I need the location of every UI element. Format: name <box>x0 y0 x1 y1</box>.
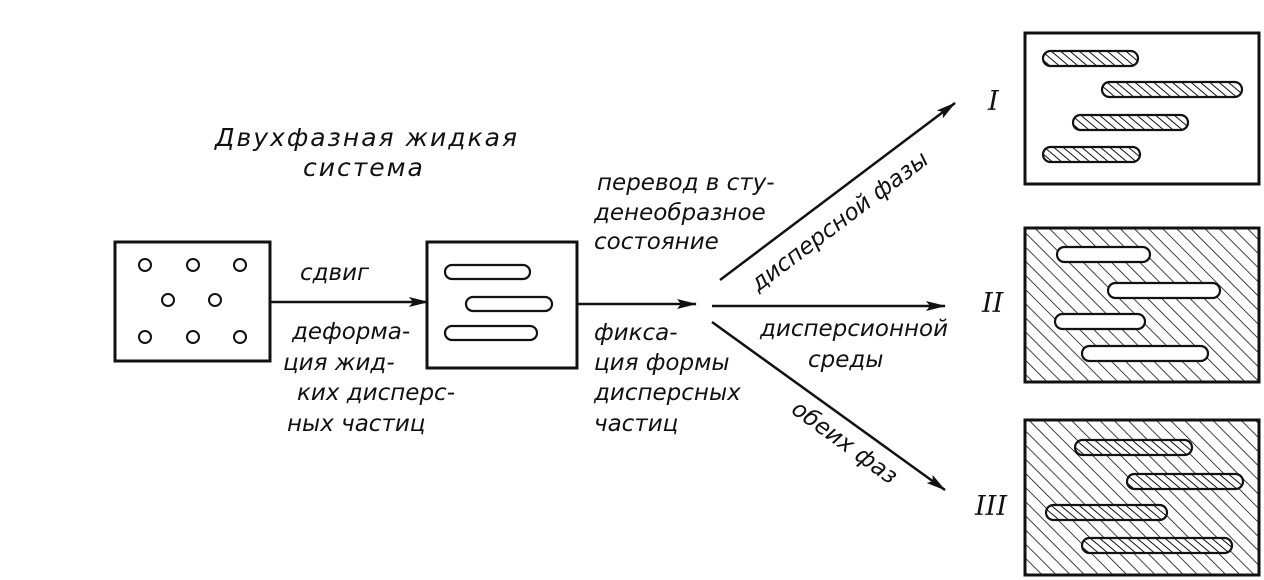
numeral-III: III <box>974 491 1008 522</box>
deformation-label-4: ных частиц <box>287 411 425 437</box>
title-line-1: Двухфазная жидкая <box>214 123 519 152</box>
gelation-label-3: состояние <box>594 229 719 255</box>
fixation-label-1: фикса- <box>594 320 678 346</box>
liquid-droplet <box>1055 245 1152 264</box>
branch-label-II-1: дисперсионной <box>759 316 948 342</box>
deformed-droplets-box <box>425 240 579 370</box>
fixation-label-2: ция формы <box>594 350 730 376</box>
fixed-droplet <box>1071 113 1190 132</box>
gelation-label-1: перевод в сту- <box>597 170 775 196</box>
liquid-system-box <box>113 240 272 363</box>
droplet <box>186 258 200 272</box>
fixed-droplet <box>1125 472 1245 491</box>
numeral-I: I <box>987 86 1000 117</box>
fixation-label-3: дисперсных <box>593 380 741 406</box>
deformation-label-2: ция жид- <box>283 350 395 376</box>
droplet <box>186 330 200 344</box>
branch-arrow-III <box>711 320 946 492</box>
fixed-droplet <box>1080 536 1234 555</box>
shear-label: сдвиг <box>300 260 370 286</box>
liquid-droplet <box>1080 344 1210 363</box>
liquid-droplet <box>1053 312 1147 331</box>
droplet <box>138 258 152 272</box>
branch-arrow-I <box>719 102 956 281</box>
elongated-droplet <box>443 263 532 281</box>
result-box-I <box>1023 31 1261 186</box>
fixed-droplet <box>1100 80 1244 99</box>
droplet <box>233 330 247 344</box>
deformation-label-1: деформа- <box>291 319 410 345</box>
fixed-droplet <box>1044 503 1169 522</box>
branch-label-III: обеих фаз <box>786 396 902 490</box>
liquid-droplet <box>1106 281 1222 300</box>
droplet <box>233 258 247 272</box>
title-line-2: система <box>303 153 425 182</box>
droplet <box>208 293 222 307</box>
fixed-droplet <box>1041 49 1140 68</box>
droplet <box>138 330 152 344</box>
elongated-droplet <box>443 324 539 342</box>
result-box-III <box>1023 418 1261 577</box>
deformation-label-3: ких дисперс- <box>297 380 455 406</box>
fixed-droplet <box>1041 145 1142 164</box>
fixed-droplet <box>1073 438 1194 457</box>
droplet <box>161 293 175 307</box>
result-box-II <box>1023 226 1261 384</box>
elongated-droplet <box>464 295 554 313</box>
fixation-label-4: частиц <box>594 411 678 437</box>
numeral-II: II <box>981 288 1005 319</box>
branch-label-II-2: среды <box>808 347 883 373</box>
gelation-label-2: денеобразное <box>593 200 766 226</box>
